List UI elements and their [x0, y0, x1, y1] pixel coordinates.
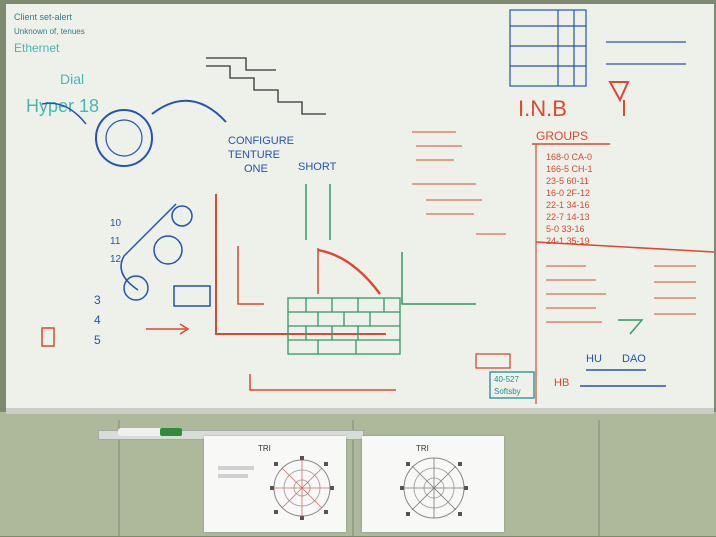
triangle-sketch — [618, 319, 644, 335]
divider-line — [535, 241, 715, 253]
whiteboard: Client set-alert Unknown of, tenues Ethe… — [6, 4, 715, 414]
axis-sketch — [401, 252, 476, 305]
arrow-head — [179, 323, 190, 335]
note: 40-527 — [494, 375, 519, 384]
note: HB — [554, 377, 569, 389]
group-row: 22-7 14-13 — [546, 212, 590, 222]
sheet-title: TRI — [416, 444, 429, 453]
radial-diagram — [400, 457, 468, 519]
group-row: 23-5 60-11 — [546, 176, 589, 186]
sheet-title: TRI — [258, 444, 271, 453]
radial-diagram — [218, 456, 334, 520]
curve — [41, 102, 87, 125]
paper-sheet: TRI — [362, 436, 504, 532]
note: Ethernet — [14, 41, 60, 55]
line — [606, 41, 686, 65]
group-row: 166-5 CH-1 — [546, 164, 593, 174]
note: TENTURE — [228, 149, 280, 161]
paper-sheet: TRI — [204, 436, 346, 532]
brick-grid — [287, 297, 401, 355]
wall-seam — [598, 420, 600, 536]
staircase-sketch — [206, 57, 276, 71]
group-row: 168-0 CA-0 — [546, 152, 592, 162]
scribble-lines — [412, 131, 696, 323]
axis-sketch — [215, 194, 386, 335]
funnel-sketch — [608, 81, 630, 116]
note: HU — [586, 353, 602, 365]
note: ONE — [244, 163, 268, 175]
table-sketch — [509, 9, 587, 87]
section-subtitle: GROUPS — [536, 129, 588, 143]
staircase-sketch — [206, 65, 326, 115]
line — [237, 246, 264, 305]
note: Unknown of, tenues — [14, 27, 85, 36]
note: Client set-alert — [14, 12, 73, 22]
node — [171, 205, 193, 227]
curve — [120, 203, 177, 291]
note: 3 — [94, 293, 101, 307]
arrow — [580, 369, 666, 387]
note: DAO — [622, 353, 646, 365]
curve — [317, 248, 381, 295]
box — [489, 371, 535, 399]
note: 4 — [94, 313, 101, 327]
note: 11 — [110, 236, 121, 247]
group-row: 24-1 35-19 — [546, 236, 590, 246]
line — [249, 374, 396, 391]
note: 10 — [110, 218, 122, 229]
wall-seam — [118, 420, 120, 536]
box — [475, 353, 511, 369]
marker-pen — [118, 428, 180, 436]
box — [41, 327, 55, 347]
note: CONFIGURE — [228, 135, 294, 147]
note: Softsby — [494, 387, 521, 396]
note: 5 — [94, 333, 101, 347]
group-row: 5-0 33-16 — [546, 224, 585, 234]
box — [173, 285, 211, 307]
marker-cap — [160, 428, 182, 436]
group-row: 16-0 2F-12 — [546, 188, 590, 198]
section-title: I.N.B — [518, 96, 567, 121]
node — [153, 235, 183, 265]
wall-seam — [352, 420, 354, 536]
group-row: 22-1 34-16 — [546, 200, 590, 210]
node — [123, 275, 149, 301]
curve — [151, 99, 227, 123]
note: 12 — [110, 254, 122, 265]
circle-sketch — [105, 119, 143, 157]
note: SHORT — [298, 161, 337, 173]
note: Dial — [60, 71, 84, 87]
circle-sketch — [95, 109, 153, 167]
whiteboard-drawings: Client set-alert Unknown of, tenues Ethe… — [14, 9, 715, 404]
